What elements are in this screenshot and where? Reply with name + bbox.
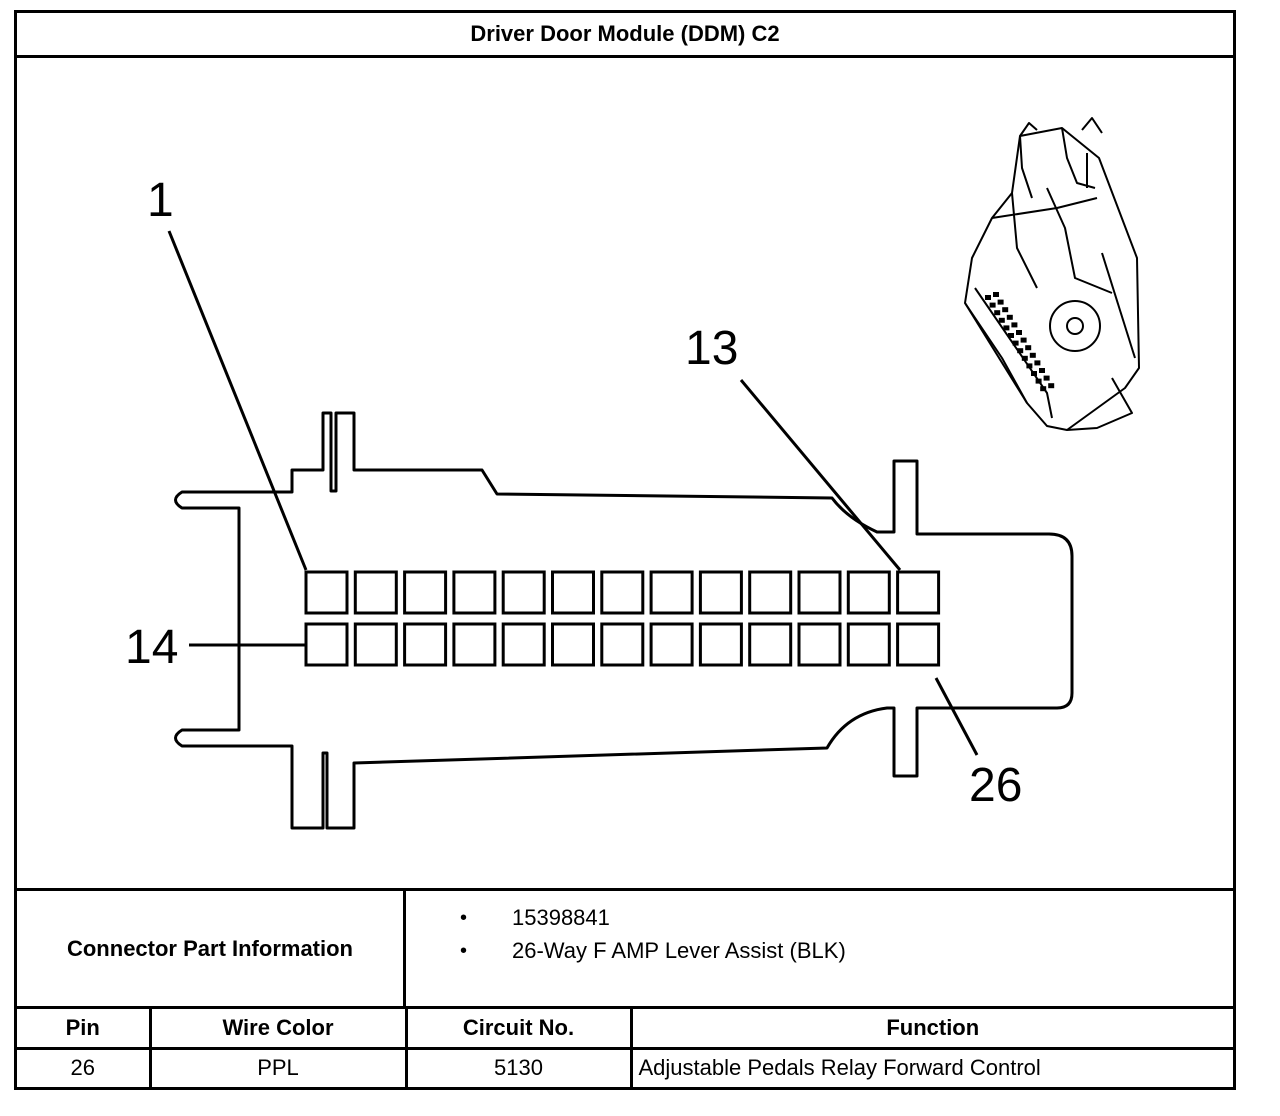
connector-part-information: Connector Part Information • 15398841 • …	[17, 888, 1233, 1009]
connector-outline	[174, 411, 1074, 830]
pin-cavity-13	[896, 570, 941, 615]
bullet-icon: •	[460, 940, 468, 962]
iso-pin	[1025, 345, 1032, 351]
pin-cavity-26	[896, 622, 941, 667]
pin-cavity-19	[551, 622, 595, 667]
iso-pin	[1003, 325, 1010, 331]
header-circuit-no: Circuit No.	[404, 1009, 633, 1050]
iso-pin	[994, 310, 1001, 316]
leader-line-pin-1	[167, 230, 308, 571]
iso-pin	[1040, 386, 1047, 392]
part-info-label: Connector Part Information	[17, 891, 406, 1006]
iso-pin	[998, 317, 1005, 323]
iso-pin	[1043, 375, 1050, 381]
pin-cavity-24	[797, 622, 842, 667]
pin-cavity-3	[403, 570, 448, 615]
table-row: 26 PPL 5130 Adjustable Pedals Relay Forw…	[17, 1046, 1233, 1087]
iso-pin	[1029, 352, 1036, 358]
header-function: Function	[629, 1009, 1233, 1050]
pin-cavity-16	[403, 622, 448, 667]
iso-pin	[1021, 355, 1028, 361]
pin-cavity-9	[698, 570, 743, 615]
pin-table-header: Pin Wire Color Circuit No. Function	[17, 1009, 1233, 1050]
iso-pin	[1031, 371, 1037, 376]
header-wire-color: Wire Color	[148, 1009, 408, 1050]
pin-cavity-15	[353, 622, 398, 667]
pin-cavity-21	[649, 622, 694, 667]
pin-cavity-7	[600, 570, 645, 615]
pin-cavity-25	[846, 622, 891, 667]
iso-pin	[989, 302, 996, 308]
iso-pin	[1002, 307, 1009, 313]
pin-table: Pin Wire Color Circuit No. Function 26 P…	[17, 1009, 1233, 1087]
pin-label-13: 13	[685, 322, 738, 375]
connector-3d-illustration	[964, 117, 1140, 431]
cell-function: Adjustable Pedals Relay Forward Control	[629, 1046, 1233, 1087]
iso-pin	[1011, 322, 1018, 328]
cell-circuit-no: 5130	[404, 1046, 633, 1087]
iso-pin	[1035, 378, 1042, 384]
iso-pin	[1016, 330, 1022, 335]
iso-pin	[1026, 363, 1033, 369]
pin-cavity-10	[748, 570, 793, 615]
pin-cavity-23	[748, 622, 793, 667]
pin-cavity-2	[353, 570, 398, 615]
pin-cavity-1	[304, 570, 349, 615]
pin-label-14: 14	[125, 621, 178, 674]
iso-pin	[1017, 348, 1024, 354]
pin-cavity-4	[452, 570, 497, 615]
connector-drawing: 1 13 14 26	[17, 58, 1233, 888]
iso-pin	[993, 292, 999, 297]
connector-face-diagram: 1 13 14 26	[125, 117, 1140, 830]
leader-line-pin-26	[934, 677, 979, 756]
pin-cavity-22	[698, 622, 743, 667]
pin-cavity-8	[649, 570, 694, 615]
iso-pin	[997, 299, 1004, 305]
pin-cavity-20	[600, 622, 645, 667]
cell-wire-color: PPL	[148, 1046, 408, 1087]
cell-pin: 26	[17, 1046, 152, 1087]
pin-cavity-18	[501, 622, 546, 667]
bullet-icon: •	[460, 907, 468, 929]
iso-pin	[985, 295, 991, 300]
pin-cavity-14	[304, 622, 349, 667]
pin-label-26: 26	[969, 759, 1022, 812]
connector-description: 26-Way F AMP Lever Assist (BLK)	[512, 938, 846, 963]
iso-pin	[1020, 337, 1027, 343]
pin-cavity-12	[846, 570, 891, 615]
iso-pin	[1012, 340, 1019, 346]
iso-pin	[1008, 333, 1014, 338]
pin-cavity-11	[797, 570, 842, 615]
iso-pin	[1039, 368, 1045, 373]
iso-pin	[1006, 314, 1013, 320]
connector-sheet: Driver Door Module (DDM) C2 1 13 14 26	[14, 10, 1236, 1090]
part-info-list: • 15398841 • 26-Way F AMP Lever Assist (…	[406, 891, 1233, 1006]
page-title: Driver Door Module (DDM) C2	[17, 13, 1233, 58]
pin-label-1: 1	[147, 174, 174, 227]
pin-cavity-6	[551, 570, 595, 615]
leader-line-pin-13	[739, 379, 902, 571]
header-pin: Pin	[17, 1009, 152, 1050]
part-number: 15398841	[512, 905, 610, 930]
pin-cavity-5	[501, 570, 546, 615]
iso-pin	[1034, 360, 1041, 366]
connector-3d-pin-rows	[985, 292, 1055, 392]
iso-pin	[1048, 383, 1055, 389]
pin-cavity-17	[452, 622, 497, 667]
pin-cavity-grid	[304, 570, 941, 667]
